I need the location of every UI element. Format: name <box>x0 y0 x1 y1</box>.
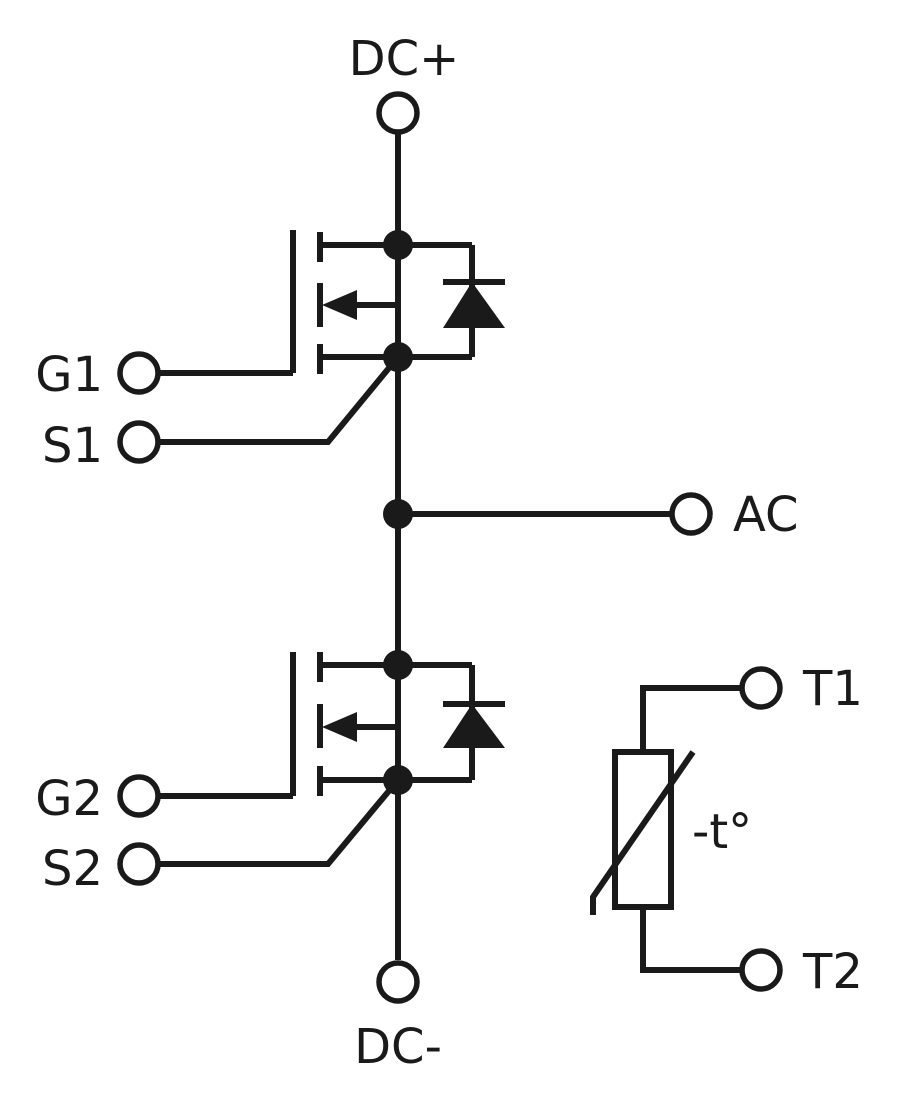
terminal-s1 <box>117 420 161 464</box>
terminal-ac <box>669 492 713 536</box>
terminal-g1 <box>117 351 161 395</box>
terminal-dc-plus <box>376 91 420 135</box>
label-s1: S1 <box>42 418 103 474</box>
label-ac: AC <box>733 487 799 543</box>
terminal-dc-minus <box>376 960 420 1004</box>
q2-source-sense-wire <box>160 778 401 867</box>
junction-q1-drain <box>383 230 413 260</box>
ntc-thermistor <box>590 685 740 973</box>
q2-body-lead <box>350 724 401 780</box>
thermistor-slash <box>590 750 696 915</box>
label-g2: G2 <box>35 771 103 827</box>
mosfet-q1 <box>160 230 472 445</box>
junction-q1-source <box>383 342 413 372</box>
label-s2: S2 <box>42 841 103 897</box>
q1-body-lead <box>350 302 401 357</box>
label-thermistor: -t° <box>692 804 752 860</box>
label-t2: T2 <box>802 944 863 1000</box>
thermistor-wire-bottom <box>640 907 740 973</box>
junctions <box>383 230 413 795</box>
terminal-t2 <box>739 948 783 992</box>
thermistor-body <box>612 749 674 910</box>
label-t1: T1 <box>802 661 863 717</box>
terminals <box>117 91 783 1004</box>
junction-q2-drain <box>383 650 413 680</box>
labels: DC+ DC- AC G1 S1 G2 S2 T1 T2 -t° <box>35 31 863 1075</box>
terminal-s2 <box>117 842 161 886</box>
thermistor-wire-top <box>640 685 740 752</box>
q1-body-arrow <box>322 290 357 320</box>
label-dc-plus: DC+ <box>349 31 460 87</box>
terminal-g2 <box>117 774 161 818</box>
label-dc-minus: DC- <box>354 1019 442 1075</box>
junction-q2-source <box>383 765 413 795</box>
junction-ac <box>383 499 413 529</box>
terminal-t1 <box>739 666 783 710</box>
q2-body-arrow <box>322 712 357 742</box>
label-g1: G1 <box>35 347 103 403</box>
diode-d1 <box>443 245 505 357</box>
mosfet-q2 <box>160 652 472 867</box>
q1-source-sense-wire <box>160 355 401 445</box>
diode-d2 <box>443 665 505 780</box>
